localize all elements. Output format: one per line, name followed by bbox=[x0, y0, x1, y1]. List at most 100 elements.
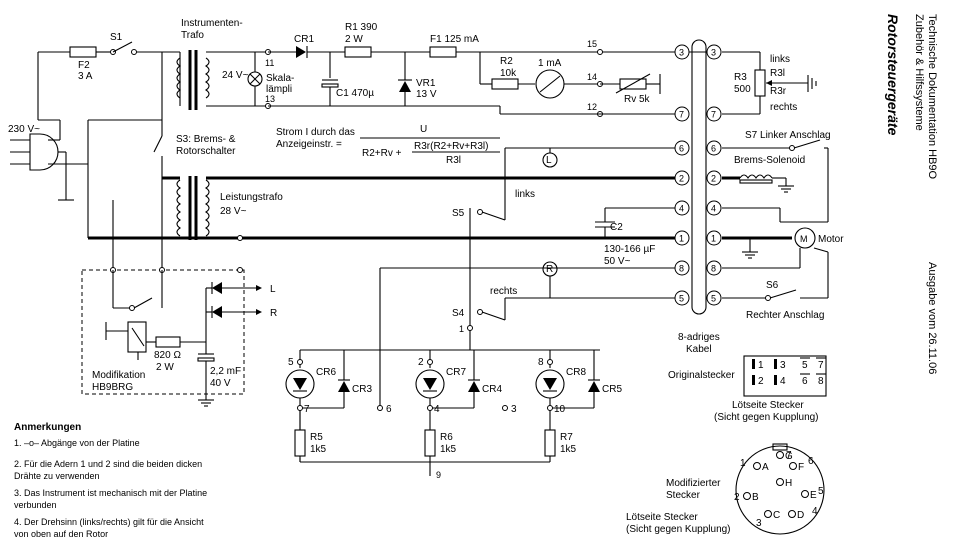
label-rv: Rv 5k bbox=[624, 94, 651, 105]
label-brems: Brems-Solenoid bbox=[734, 155, 805, 166]
terminal-3-rotor: 3 bbox=[706, 44, 722, 60]
connector-pin-8: 8 bbox=[818, 376, 824, 387]
capacitor-c2 bbox=[595, 207, 680, 238]
resistor-label: R5 bbox=[310, 432, 323, 443]
label-rechts: rechts bbox=[490, 286, 517, 297]
svg-text:8: 8 bbox=[679, 264, 684, 274]
led-pin-top: 5 bbox=[288, 357, 294, 368]
motor-symbol bbox=[794, 227, 816, 249]
label-cr1: CR1 bbox=[294, 34, 314, 45]
connector-pin-5: 5 bbox=[802, 360, 808, 371]
svg-text:3: 3 bbox=[711, 48, 716, 58]
svg-text:2: 2 bbox=[711, 174, 716, 184]
led-pin-bottom: 10 bbox=[554, 404, 566, 415]
label-L-out: L bbox=[270, 284, 276, 295]
note-4b: von oben auf den Rotor bbox=[14, 529, 108, 539]
label-c22-value: 40 V bbox=[210, 378, 231, 389]
terminal-1-rotor: 1 bbox=[706, 230, 722, 246]
label-n13: 13 bbox=[265, 94, 275, 104]
resistor-label: R6 bbox=[440, 432, 453, 443]
label-c22: 2,2 mF bbox=[210, 366, 241, 377]
terminal-8-ctrl: 8 bbox=[674, 260, 690, 276]
edition-date: Ausgabe vom 26.11.06 bbox=[926, 262, 938, 374]
resistor-value: 1k5 bbox=[310, 444, 327, 455]
label-n12: 12 bbox=[587, 102, 597, 112]
label-mod2: HB9BRG bbox=[92, 382, 133, 393]
label-s6: S6 bbox=[766, 280, 779, 291]
top-supply-line bbox=[37, 41, 180, 120]
note-4a: 4. Der Drehsinn (links/rechts) gilt für … bbox=[14, 517, 204, 527]
led-blocks: 57CR6CR3R51k5624CR7CR4R61k53810CR8CR5R71… bbox=[285, 350, 622, 462]
doc-line-2: Zubehör & Hilfssysteme bbox=[913, 14, 925, 131]
svg-text:H: H bbox=[785, 478, 792, 489]
label-rechter: Rechter Anschlag bbox=[746, 310, 824, 321]
label-r820-value: 2 W bbox=[156, 362, 174, 373]
label-r3r: R3r bbox=[770, 86, 787, 97]
connector-pin-3: 3 bbox=[780, 360, 786, 371]
note-3b: verbunden bbox=[14, 500, 57, 510]
label-r1: R1 390 bbox=[345, 22, 378, 33]
svg-text:G: G bbox=[785, 451, 793, 462]
motor-m-letter: M bbox=[800, 234, 808, 244]
svg-text:6: 6 bbox=[711, 144, 716, 154]
mains-plug bbox=[10, 119, 89, 238]
svg-text:1: 1 bbox=[679, 234, 684, 244]
power-transformer bbox=[88, 176, 680, 270]
note-1: 1. –o– Abgänge von der Platine bbox=[14, 438, 140, 448]
label-f1: F1 125 mA bbox=[430, 34, 479, 45]
terminal-strip bbox=[688, 39, 710, 315]
svg-text:5: 5 bbox=[711, 294, 716, 304]
label-n11: 11 bbox=[265, 58, 274, 68]
terminal-4-ctrl: 4 bbox=[674, 200, 690, 216]
resistor-value: 1k5 bbox=[560, 444, 577, 455]
din-pin-F: F6 bbox=[789, 456, 814, 473]
rotor-side: M bbox=[722, 51, 829, 301]
din-pin-B: B2 bbox=[734, 492, 759, 503]
label-rechts-pot: rechts bbox=[770, 102, 797, 113]
label-L-marker: L bbox=[546, 155, 552, 166]
terminal-5-ctrl: 5 bbox=[674, 290, 690, 306]
svg-text:E: E bbox=[810, 490, 817, 501]
din-pin-C: C3 bbox=[756, 510, 780, 529]
led-label: CR8 bbox=[566, 367, 586, 378]
label-r2-value: 10k bbox=[500, 68, 517, 79]
terminal-1-ctrl: 1 bbox=[674, 230, 690, 246]
label-s5: S5 bbox=[452, 208, 465, 219]
doc-title: Rotorsteuergeräte bbox=[885, 14, 901, 136]
label-n9: 9 bbox=[436, 470, 441, 480]
direction-switches bbox=[237, 147, 680, 408]
rectifier-chain bbox=[268, 46, 680, 107]
led-pin-top: 2 bbox=[418, 357, 424, 368]
side-title-block: Rotorsteuergeräte Technische Dokumentati… bbox=[885, 14, 938, 374]
label-loet1: Lötseite Stecker bbox=[732, 400, 804, 411]
s3-brake-rotor-switch bbox=[87, 52, 163, 178]
side-pin: 3 bbox=[511, 404, 517, 415]
din-num-3: 3 bbox=[756, 518, 762, 529]
meter-branch bbox=[479, 49, 680, 117]
label-s4: S4 bbox=[452, 308, 465, 319]
label-mains: 230 V~ bbox=[8, 124, 40, 135]
label-s7: S7 Linker Anschlag bbox=[745, 130, 831, 141]
din-num-7: 7 bbox=[786, 450, 792, 461]
label-n1: 1 bbox=[459, 324, 464, 334]
din-num-4: 4 bbox=[812, 506, 818, 517]
terminal-2-rotor: 2 bbox=[706, 170, 722, 186]
label-r1-value: 2 W bbox=[345, 34, 363, 45]
note-2a: 2. Für die Adern 1 und 2 sind die beiden… bbox=[14, 459, 202, 469]
label-trafo2: Trafo bbox=[181, 30, 204, 41]
connector-pin-4: 4 bbox=[780, 376, 786, 387]
svg-text:8: 8 bbox=[711, 264, 716, 274]
formula-sub-den: R3l bbox=[446, 155, 461, 166]
scale-lamp bbox=[247, 49, 271, 109]
label-power-trafo: Leistungstrafo bbox=[220, 192, 283, 203]
svg-text:4: 4 bbox=[679, 204, 684, 214]
label-R-out: R bbox=[270, 308, 277, 319]
modification-box bbox=[81, 267, 262, 407]
terminal-5-rotor: 5 bbox=[706, 290, 722, 306]
resistor-value: 1k5 bbox=[440, 444, 457, 455]
